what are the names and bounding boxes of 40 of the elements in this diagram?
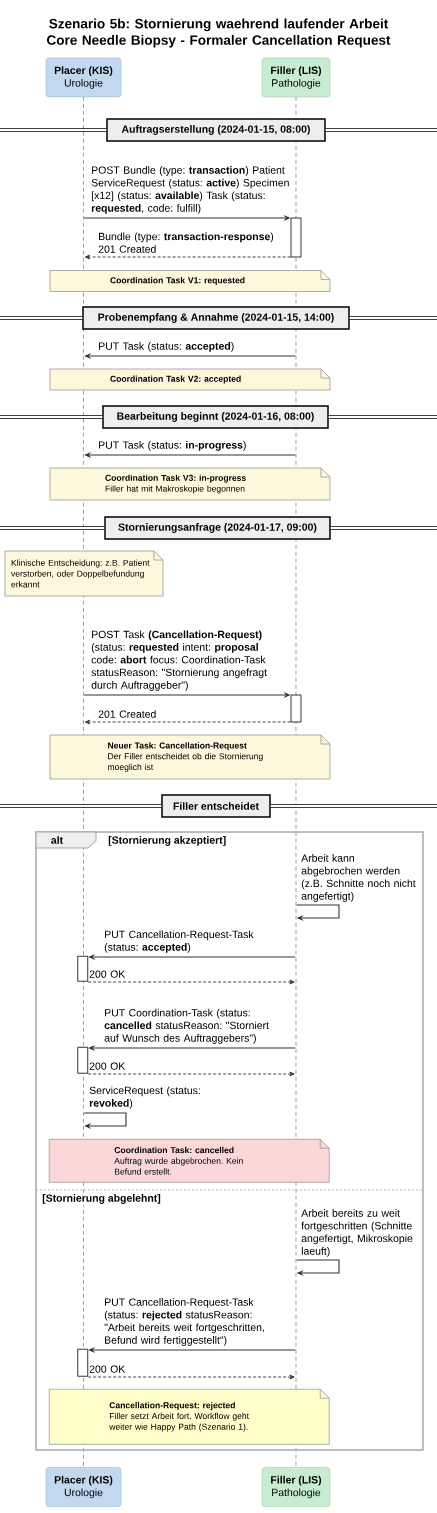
message-arrow	[87, 1071, 295, 1077]
message-arrow	[87, 979, 295, 985]
title: Szenario 5b: Stornierung waehrend laufender Arbeit Core Needle Biopsy - Formaler Cancellation Request	[47, 18, 391, 48]
participant-box: Placer (KIS) Urologie	[45, 1467, 122, 1507]
participant-box: Filler (LIS) Pathologie	[261, 1467, 331, 1507]
note: Coordination Task: cancelled Auftrag wurde abgebrochen. Kein Befund erstellt.	[48, 1138, 330, 1183]
activation-bar	[77, 1348, 89, 1377]
participant-box: Placer (KIS) Urologie	[45, 57, 122, 98]
self-message-arrow	[296, 904, 340, 922]
message-label: POST Task (Cancellation-Request) (status: requested intent: proposal code: abort focus: Coordination-Task statusReason: "Stornierung angefragt durch Auftraggeber")	[91, 630, 267, 691]
message-label: Bundle (type: transaction-response) 201 Created	[98, 232, 274, 253]
activation-bar	[290, 694, 302, 723]
message-label: Arbeit bereits zu weit fortgeschritten (Schnitte angefertigt, Mikroskopie laeuft)	[301, 1209, 413, 1257]
self-message-arrow	[296, 1259, 340, 1277]
note: Neuer Task: Cancellation-Request Der Filler entscheidet ob die Stornierung moeglich ist	[49, 734, 331, 780]
message-label: 200 OK	[89, 1062, 126, 1070]
message-arrow	[84, 719, 292, 725]
message-label: ServiceRequest (status: revoked)	[89, 1086, 200, 1109]
message-label: PUT Cancellation-Request-Task (status: rejected statusReason: "Arbeit bereits weit fortgeschritten, Befund wird fertiggestellt")	[104, 1298, 264, 1346]
activation-bar	[290, 217, 302, 258]
message-label: 200 OK	[89, 970, 126, 978]
message-label: PUT Cancellation-Request-Task (status: accepted)	[104, 930, 254, 953]
participant-box: Filler (LIS) Pathologie	[261, 57, 331, 98]
message-label: Arbeit kann abgebrochen werden (z.B. Schnitte noch nicht angefertigt)	[301, 854, 416, 902]
note: Coordination Task V3: in-progress Filler hat mit Makroskopie begonnen	[49, 467, 331, 501]
message-label: PUT Task (status: accepted)	[99, 342, 234, 352]
activation-bar	[77, 1046, 89, 1074]
note: Klinische Entscheidung: z.B. Patient verstorben, oder Doppelbefundung erkannt	[4, 550, 164, 597]
message-label: PUT Task (status: in-progress)	[99, 441, 246, 451]
message-label: POST Bundle (type: transaction) Patient ServiceRequest (status: active) Specimen [x12] (status: available) Task (status: requested, code: fulfill)	[91, 166, 289, 214]
message-arrow	[87, 1374, 295, 1380]
message-label: PUT Coordination-Task (status: cancelled statusReason: "Storniert auf Wunsch des Auftraggebers")	[104, 1008, 269, 1044]
self-message-arrow	[83, 1112, 127, 1130]
note: Cancellation-Request: rejected Filler setzt Arbeit fort. Workflow geht weiter wie Happy Path (Szenario 1).	[48, 1388, 330, 1445]
note: Coordination Task V1: requested	[49, 270, 331, 292]
message-arrow	[84, 254, 292, 260]
message-label: 201 Created	[98, 710, 156, 718]
activation-bar	[77, 955, 89, 982]
message-label: 200 OK	[89, 1365, 126, 1373]
note: Coordination Task V2: accepted	[49, 368, 331, 391]
